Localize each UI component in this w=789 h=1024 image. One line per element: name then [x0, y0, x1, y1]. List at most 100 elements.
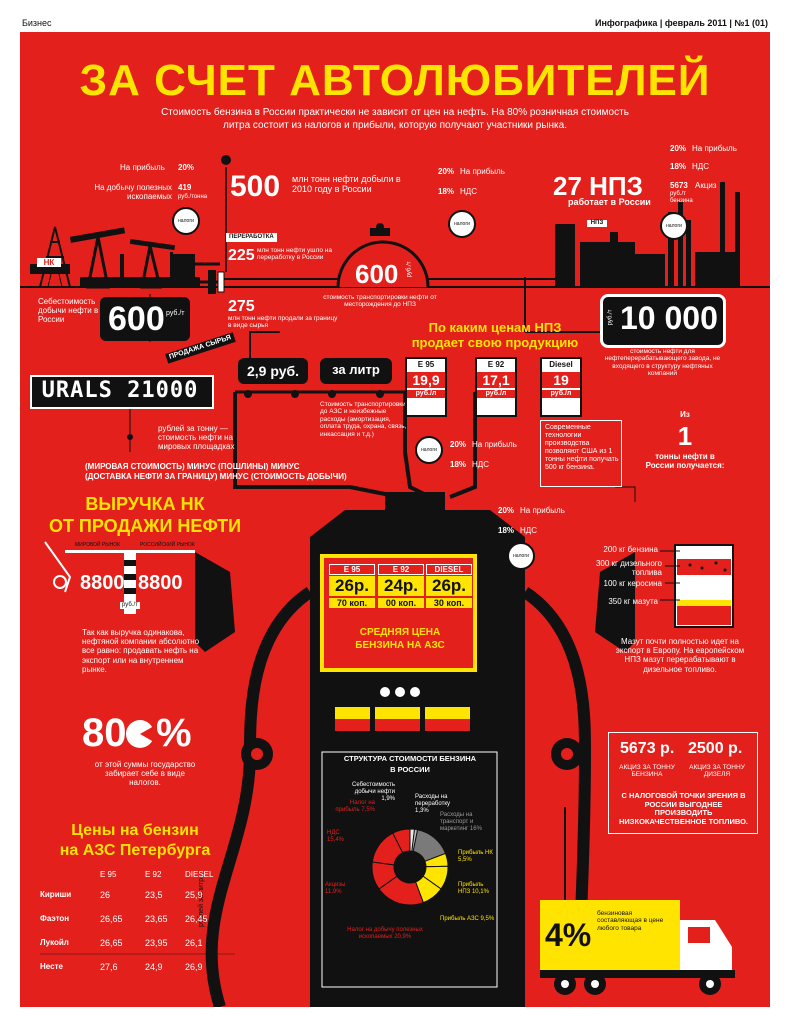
struct-label-refinery-profit: Прибыль НПЗ 10,1%	[458, 882, 489, 895]
refinery-cost-value: 10 000	[620, 300, 718, 336]
refining-value: 225	[228, 247, 255, 264]
main-title: ЗА СЧЕТ АВТОЛЮБИТЕЛЕЙ	[79, 56, 711, 105]
ref-vat-label: НДС	[692, 162, 709, 171]
subtitle-line-1: Стоимость бензина в России практически н…	[161, 107, 629, 118]
liter-price-value: 2,9 руб.	[246, 363, 300, 379]
spb-cell: 26	[100, 890, 111, 900]
export-value: 275	[228, 298, 255, 315]
mid-profit-label: На прибыль	[460, 167, 505, 176]
cost-unit: руб./т	[166, 310, 185, 317]
state-share-pct: %	[156, 711, 192, 755]
spb-cell: 23,95	[145, 938, 168, 948]
world-market-label: МИРОВОЙ РЫНОК	[75, 542, 121, 548]
masthead-issue: Инфографика | февраль 2011 | №1 (01)	[595, 18, 768, 28]
nk-profit-pct: 20%	[178, 163, 195, 172]
urals-value: URALS 21000	[41, 378, 199, 403]
mid-tax-gauge-icon: налоги	[448, 210, 476, 238]
excise-diesel-value: 2500 р.	[688, 740, 743, 757]
struct-label-excise: Акцизы 11,9%	[325, 882, 346, 895]
revenue-unit: руб./т	[120, 602, 140, 609]
yield-kerosene: 100 кг керосина	[603, 579, 662, 588]
spb-cell: 25,9	[185, 890, 203, 900]
pump-profit-label: На прибыль	[520, 506, 565, 515]
revenue-note: Так как выручка одинакова, нефтяной комп…	[82, 628, 200, 674]
pump-caption-1: СРЕДНЯЯ ЦЕНА	[359, 627, 441, 638]
yield-diesel: 300 кг дизельного топлива	[595, 559, 662, 578]
tech-from-num: 1	[677, 421, 693, 451]
ref-vat-pct: 18%	[670, 162, 687, 171]
mid-profit-pct: 20%	[438, 167, 455, 176]
russia-value: 8800	[138, 572, 183, 594]
struct-label-nk-profit: Прибыль НК 5,5%	[458, 850, 493, 863]
pump-vat-label: НДС	[520, 526, 537, 535]
fuel-gun-icon	[44, 541, 72, 593]
ref-profit-pct: 20%	[670, 144, 687, 153]
excise-petrol-value: 5673 р.	[620, 740, 675, 757]
refineries-value: 27 НПЗ	[553, 171, 643, 201]
spb-row-name: Фаэтон	[40, 914, 70, 923]
nk-mining-unit: руб./тонна	[178, 194, 208, 200]
refinery-prices-title-1: По каким ценам НПЗ	[428, 320, 562, 335]
formula-line-1: (МИРОВАЯ СТОИМОСТЬ) МИНУС (ПОШЛИНЫ) МИНУ…	[85, 462, 300, 471]
revenue-title-2: ОТ ПРОДАЖИ НЕФТИ	[48, 516, 242, 536]
formula-line-2: (ДОСТАВКА НЕФТИ ЗА ГРАНИЦУ) МИНУС (СТОИМ…	[85, 472, 347, 481]
structure-title-2: В РОССИИ	[390, 765, 430, 774]
yield-petrol: 200 кг бензина	[603, 545, 658, 554]
mazut-text: Мазут почти полностью идет на экспорт в …	[615, 637, 745, 674]
production-value: 500	[230, 170, 281, 203]
mid-vat-label: НДС	[460, 187, 477, 196]
beaker-icon	[674, 544, 734, 628]
refinery-cost-text: стоимость нефти для нефтеперерабатывающе…	[604, 348, 721, 378]
transport-text: стоимость транспортировки нефти от место…	[323, 294, 437, 309]
world-value: 8800	[80, 572, 125, 594]
spb-title-2: на АЗС Петербурга	[59, 842, 211, 859]
yield-mazut: 350 кг мазута	[608, 597, 658, 606]
pump-tax-gauge-icon: налоги	[507, 542, 535, 570]
spb-cell: 26,65	[100, 914, 123, 924]
state-share-value: 80	[82, 711, 127, 755]
spb-cell: 26,65	[100, 938, 123, 948]
liter-unit: за литр	[332, 362, 380, 377]
pump-vat-pct: 18%	[498, 526, 515, 535]
spb-col-e92: E 92	[145, 870, 162, 879]
spb-title-1: Цены на бензин	[71, 822, 199, 839]
tech-from-2: тонны нефти в России получается:	[645, 452, 725, 471]
cost-value: 600	[108, 300, 165, 338]
mid-vat-pct: 18%	[438, 187, 455, 196]
pump-caption-2: БЕНЗИНА НА АЗС	[355, 640, 445, 651]
struct-label-mining-tax: Налог на добычу полезных ископаемых 20,9…	[347, 927, 423, 940]
station-tax-gauge-icon: налоги	[415, 436, 443, 464]
ref-tax-gauge-icon: налоги	[660, 212, 688, 240]
spb-row-name: Лукойл	[40, 938, 69, 947]
spb-row-name: Несте	[40, 962, 63, 971]
urals-text: рублей за тонну — стоимость нефти на мир…	[158, 424, 235, 452]
nk-tax-gauge-icon: налоги	[172, 207, 200, 235]
refinery-icon	[555, 182, 740, 287]
ref-excise-value: 5673	[670, 181, 688, 190]
refineries-text: работает в России	[568, 197, 651, 207]
struct-label-station-profit: Прибыль АЗС 9,5%	[440, 916, 495, 922]
excise-note: С НАЛОГОВОЙ ТОЧКИ ЗРЕНИЯ В РОССИИ ВЫГОДН…	[618, 791, 748, 826]
masthead-section: Бизнес	[22, 18, 52, 28]
export-text: млн тонн нефти продали за границу в виде…	[228, 315, 338, 330]
excise-box	[608, 732, 758, 834]
station-vat-label: НДС	[472, 460, 489, 469]
nk-mining-label: На добычу полезных ископаемых	[94, 183, 172, 202]
structure-donut-chart	[371, 828, 449, 906]
truck-icon	[540, 900, 735, 995]
technology-box	[540, 420, 622, 487]
transport-value: 600	[355, 259, 399, 289]
nk-tag: НК	[37, 258, 61, 268]
revenue-title-1: ВЫРУЧКА НК	[85, 494, 205, 514]
pump-profit-pct: 20%	[498, 506, 515, 515]
technology-text: Современные технологии производства позв…	[545, 424, 619, 472]
struct-label-transport: Расходы на транспорт и маркетинг 16%	[440, 812, 482, 832]
russia-market-label: РОССИЙСКИЙ РЫНОК	[140, 542, 195, 548]
urals-display	[30, 375, 214, 409]
struct-label-vat: НДС 15,4%	[327, 830, 345, 843]
spb-cell: 24,9	[145, 962, 163, 972]
excise-diesel-text: АКЦИЗ ЗА ТОННУ ДИЗЕЛЯ	[689, 764, 745, 779]
refinery-tag: НПЗ	[587, 220, 607, 227]
spb-cell: 26,45	[185, 914, 208, 924]
spb-col-diesel: DIESEL	[185, 870, 214, 879]
